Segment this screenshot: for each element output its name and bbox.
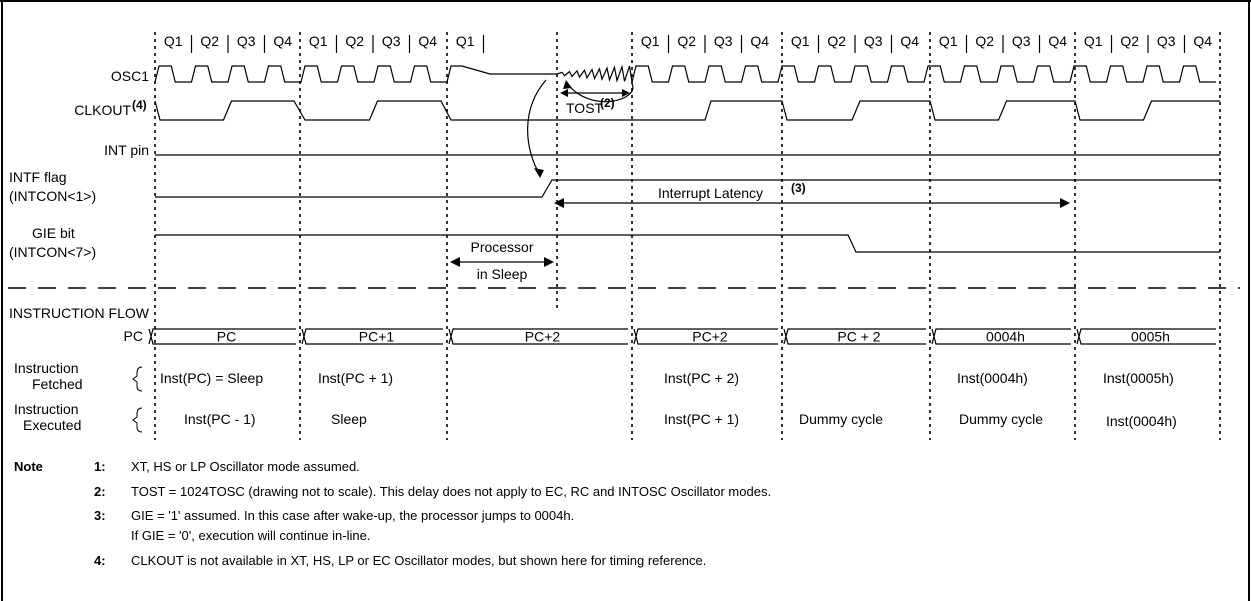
pc-segment	[1076, 328, 1216, 345]
processor-sleep-dimension: Processor in Sleep	[450, 239, 554, 282]
pc-segment	[301, 328, 443, 345]
fetched-label-line2: Fetched	[32, 376, 83, 392]
gie-bit-waveform	[155, 234, 1220, 253]
intf-flag-label: INTF flag	[9, 169, 67, 185]
pc-value: 0005h	[1131, 329, 1170, 345]
q-label: Q2	[677, 33, 696, 49]
q-label: Q2	[345, 33, 364, 49]
q-cycle-header: Q1 Q2 Q3 Q4 Q1 Q2 Q3 Q4 Q1 Q1 Q2 Q3 Q4 Q1 Q2 Q3 Q4 Q1 Q2 Q3…	[164, 33, 1212, 53]
executed-brace	[132, 407, 143, 433]
q-label: Q3	[714, 33, 733, 49]
executed-cell: Inst(PC - 1)	[184, 411, 256, 427]
pc-value: PC+2	[692, 329, 728, 345]
fetched-row: Inst(PC) = Sleep Inst(PC + 1) Inst(PC + …	[160, 370, 1174, 386]
pc-segment	[783, 328, 926, 345]
processor-label: Processor	[470, 239, 533, 255]
pc-value: PC+2	[525, 329, 561, 345]
q-label: Q3	[1157, 33, 1176, 49]
fetched-cell: Inst(PC + 1)	[318, 370, 393, 386]
wake-arrows	[527, 79, 634, 178]
interrupt-latency-note: (3)	[791, 181, 806, 195]
executed-row: Inst(PC - 1) Sleep Inst(PC + 1) Dummy cy…	[184, 411, 1177, 429]
fetched-cell: Inst(0005h)	[1103, 370, 1174, 386]
executed-label-line1: Instruction	[14, 401, 79, 417]
fetched-brace	[132, 366, 143, 392]
executed-cell: Dummy cycle	[799, 411, 883, 427]
intf-register-label: (INTCON<1>)	[9, 188, 96, 204]
q-label: Q4	[273, 33, 292, 49]
instruction-flow-header: INSTRUCTION FLOW	[9, 305, 150, 321]
gie-register-label: (INTCON<7>)	[9, 244, 96, 260]
executed-cell: Inst(0004h)	[1106, 413, 1177, 429]
note-text: CLKOUT is not available in XT, HS, LP or…	[131, 553, 706, 568]
tost-note: (2)	[600, 96, 615, 110]
pc-segment	[448, 328, 628, 345]
q-label: Q4	[750, 33, 769, 49]
executed-cell: Dummy cycle	[959, 411, 1043, 427]
pc-value: PC+1	[359, 329, 395, 345]
q-label: Q3	[864, 33, 883, 49]
osc1-waveform	[154, 64, 1216, 83]
q-label: Q3	[1012, 33, 1031, 49]
cycle-boundary-guides	[154, 32, 1221, 440]
notes-heading: Note	[14, 459, 43, 474]
q-label: Q1	[791, 33, 810, 49]
note-text: If GIE = '0', execution will continue in…	[131, 528, 370, 543]
interrupt-latency-dimension: Interrupt Latency (3)	[554, 181, 1070, 208]
note-number: 3:	[94, 508, 106, 523]
clkout-waveform	[154, 100, 1220, 121]
q-label: Q4	[1048, 33, 1067, 49]
q-label: Q3	[237, 33, 256, 49]
q-label: Q1	[456, 33, 475, 49]
in-sleep-label: in Sleep	[477, 266, 528, 282]
q-label: Q1	[939, 33, 958, 49]
q-label: Q2	[1120, 33, 1139, 49]
pc-segment	[148, 328, 296, 345]
int-pin-label: INT pin	[104, 142, 149, 158]
q-label: Q4	[418, 33, 437, 49]
q-label: Q1	[641, 33, 660, 49]
notes: Note 1: XT, HS or LP Oscillator mode ass…	[14, 459, 771, 568]
executed-cell: Inst(PC + 1)	[664, 411, 739, 427]
fetched-cell: Inst(PC) = Sleep	[160, 370, 263, 386]
note-text: GIE = '1' assumed. In this case after wa…	[131, 508, 574, 523]
note-number: 2:	[94, 484, 106, 499]
q-label: Q3	[382, 33, 401, 49]
clkout-label: CLKOUT	[74, 102, 131, 118]
note-text: XT, HS or LP Oscillator mode assumed.	[131, 459, 360, 474]
q-label: Q4	[900, 33, 919, 49]
fetched-label-line1: Instruction	[14, 360, 79, 376]
q-label: Q2	[975, 33, 994, 49]
osc1-label: OSC1	[111, 68, 149, 84]
q-label: Q2	[200, 33, 219, 49]
q-label: Q4	[1193, 33, 1212, 49]
pc-value: 0004h	[986, 329, 1025, 345]
intf-flag-waveform	[155, 179, 1220, 198]
q-label: Q2	[827, 33, 846, 49]
clkout-note: (4)	[132, 98, 147, 112]
note-number: 4:	[94, 553, 106, 568]
pc-segment	[633, 328, 778, 345]
tost-dimension: TOST (2)	[560, 89, 630, 116]
fetched-cell: Inst(PC + 2)	[664, 370, 739, 386]
note-text: TOST = 1024TOSC (drawing not to scale). …	[131, 484, 771, 499]
pc-bus: PC PC+1 PC+2 PC+2 PC + 2 0004h 0005h	[148, 328, 1216, 345]
pc-segment	[931, 328, 1071, 345]
gie-bit-label: GIE bit	[32, 225, 75, 241]
pc-value: PC	[217, 329, 236, 345]
interrupt-latency-label: Interrupt Latency	[658, 185, 763, 201]
note-number: 1:	[94, 459, 106, 474]
q-label: Q1	[309, 33, 328, 49]
tost-label: TOST	[566, 100, 604, 116]
executed-label-line2: Executed	[23, 417, 81, 433]
q-label: Q1	[164, 33, 183, 49]
fetched-cell: Inst(0004h)	[957, 370, 1028, 386]
q-label: Q1	[1084, 33, 1103, 49]
pc-value: PC + 2	[837, 329, 880, 345]
executed-cell: Sleep	[331, 411, 367, 427]
pc-label: PC	[124, 328, 143, 344]
